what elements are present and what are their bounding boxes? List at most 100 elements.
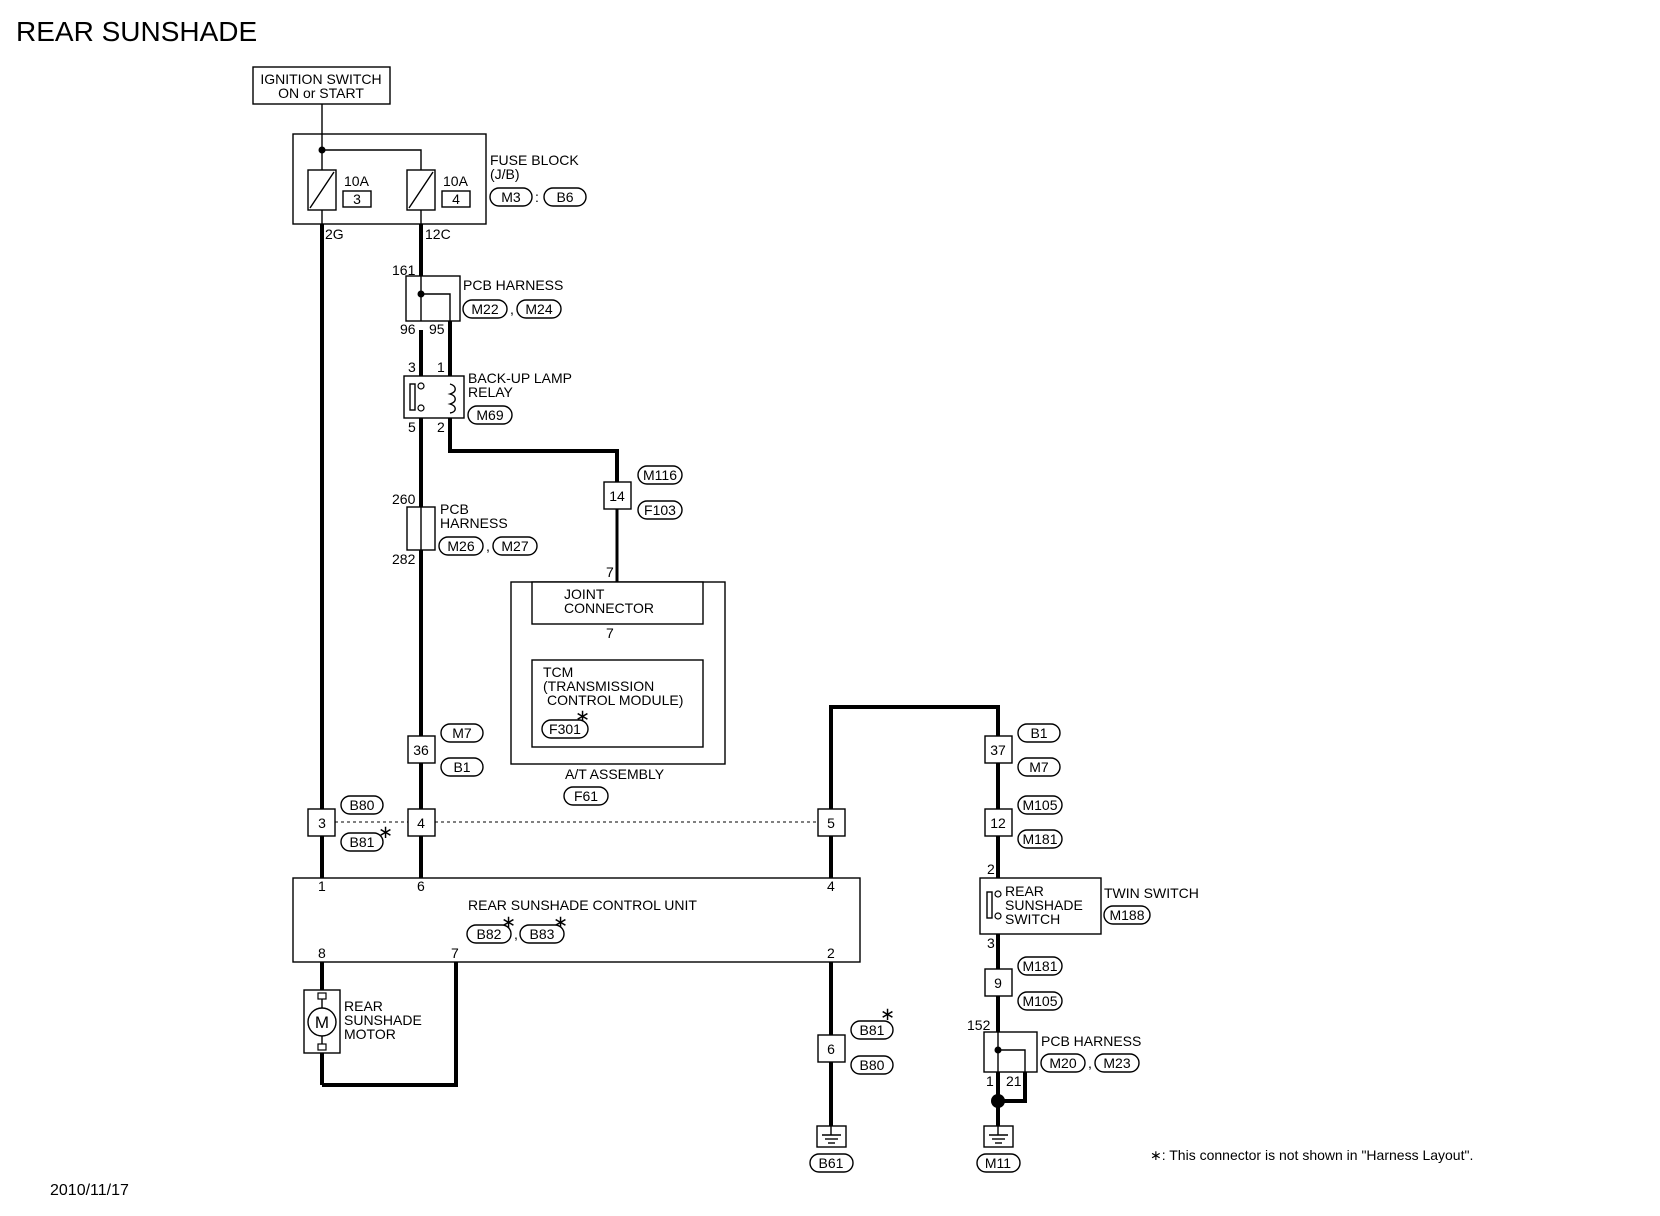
conn12-b-oval xyxy=(1017,829,1063,849)
ignition-line2: ON or START xyxy=(278,85,364,101)
pcb3-conn-a-oval xyxy=(1040,1053,1086,1073)
connector-37: 37 B1 M7 xyxy=(984,723,1061,777)
ignition-line1: IGNITION SWITCH xyxy=(260,71,381,87)
at-pin-top: 7 xyxy=(606,564,614,580)
conn37-a-oval xyxy=(1017,723,1061,743)
conn37-m7: M7 xyxy=(1029,759,1049,775)
conn37-b1: B1 xyxy=(1030,725,1047,741)
at-pin-mid: 7 xyxy=(606,625,614,641)
conn6-box xyxy=(817,1034,846,1063)
fuse-block-label: FUSE BLOCK xyxy=(490,152,579,168)
tcm-conn-f301: F301 xyxy=(549,721,581,737)
joint-label-1: JOINT xyxy=(564,586,605,602)
pcb1-box xyxy=(405,275,461,322)
b80-pin4-box xyxy=(407,808,436,837)
pcb3-conn-m20: M20 xyxy=(1049,1055,1076,1071)
unit-conn-b-oval xyxy=(519,924,565,944)
conn9-box xyxy=(984,968,1013,997)
conn6-b80: B80 xyxy=(860,1057,885,1073)
joint-connector-box xyxy=(531,581,704,625)
conn14-box xyxy=(603,481,632,510)
pcb3-comma: , xyxy=(1088,1055,1092,1071)
conn12-box xyxy=(984,808,1013,837)
conn36-a-oval xyxy=(440,723,484,743)
sunshade-motor: M REAR SUNSHADE MOTOR xyxy=(303,989,422,1054)
relay-label-2: RELAY xyxy=(468,384,514,400)
conn6-pin: 6 xyxy=(827,1041,835,1057)
unit-conn-b82: B82 xyxy=(477,926,502,942)
conn37-pin: 37 xyxy=(990,742,1006,758)
pcb2-label-1: PCB xyxy=(440,501,469,517)
pcb1-comma: , xyxy=(510,301,514,317)
relay-label-1: BACK-UP LAMP xyxy=(468,370,572,386)
pcb3-junction-dot xyxy=(994,1046,1002,1054)
conn14-b-oval xyxy=(637,500,683,520)
relay-pin-1: 1 xyxy=(437,359,445,375)
unit-label: REAR SUNSHADE CONTROL UNIT xyxy=(468,897,697,913)
ground-m11-label: M11 xyxy=(985,1155,1011,1171)
fuse-conn-b6-oval xyxy=(543,187,587,207)
pcb1-conn-a-oval xyxy=(462,299,508,319)
pcb2-comma: , xyxy=(486,538,490,554)
tcm-label-3: CONTROL MODULE) xyxy=(547,692,683,708)
relay-pin-5: 5 xyxy=(408,419,416,435)
connector-36: 36 M7 B1 xyxy=(407,723,484,777)
connector-12: 12 M105 M181 xyxy=(984,795,1063,849)
b81-star: ∗ xyxy=(378,822,393,842)
switch-label-2: SUNSHADE xyxy=(1005,897,1083,913)
unit-conn-a-oval xyxy=(466,924,512,944)
conn6-b-oval xyxy=(850,1055,894,1075)
backup-lamp-relay: 3 1 5 2 BACK-UP LAMP RELAY M69 xyxy=(403,359,572,435)
fuse-conn-b6: B6 xyxy=(556,189,573,205)
connector-6: 6 ∗ B81 B80 B61 xyxy=(809,1004,895,1173)
conn37-b-oval xyxy=(1017,757,1061,777)
diagram-date: 2010/11/17 xyxy=(50,1182,129,1199)
conn6-star: ∗ xyxy=(880,1004,895,1024)
fuse-1-rating: 10A xyxy=(344,173,370,189)
pcb1-label: PCB HARNESS xyxy=(463,277,563,293)
pcb-harness-2: 260 282 PCB HARNESS M26 , M27 xyxy=(392,491,538,567)
fuse-pin-2g: 2G xyxy=(325,226,344,242)
fuse-1-number: 3 xyxy=(353,191,361,207)
fuse-conn-separator: : xyxy=(535,189,539,205)
conn14-m116: M116 xyxy=(643,467,677,483)
relay-pin-3: 3 xyxy=(408,359,416,375)
conn36-b1: B1 xyxy=(453,759,470,775)
conn12-m181: M181 xyxy=(1022,831,1057,847)
pcb3-box xyxy=(983,1031,1038,1073)
b80-pin-4: 4 xyxy=(417,815,425,831)
conn12-pin: 12 xyxy=(990,815,1006,831)
connector-14: 14 M116 F103 xyxy=(603,465,683,520)
pcb2-pin-260: 260 xyxy=(392,491,416,507)
motor-label-1: REAR xyxy=(344,998,383,1014)
unit-pin-1: 1 xyxy=(318,878,326,894)
conn9-b-oval xyxy=(1017,991,1063,1011)
pcb2-conn-m27: M27 xyxy=(501,538,528,554)
conn36-m7: M7 xyxy=(452,725,472,741)
conn12-a-oval xyxy=(1017,795,1063,815)
diagram-title: REAR SUNSHADE xyxy=(16,16,257,47)
switch-label-3: SWITCH xyxy=(1005,911,1060,927)
unit-pin-6: 6 xyxy=(417,878,425,894)
fuse-2-number: 4 xyxy=(452,191,460,207)
sunshade-switch: 2 REAR SUNSHADE SWITCH 3 TWIN SWITCH M18… xyxy=(979,861,1199,951)
pcb1-conn-b-oval xyxy=(516,299,562,319)
pcb3-label: PCB HARNESS xyxy=(1041,1033,1141,1049)
conn36-b-oval xyxy=(440,757,484,777)
b80-pin5-box xyxy=(817,808,846,837)
motor-icon xyxy=(307,1007,337,1037)
b80-label: B80 xyxy=(350,797,375,813)
pcb2-label-2: HARNESS xyxy=(440,515,508,531)
pcb3-conn-b-oval xyxy=(1094,1053,1140,1073)
unit-conn-b83: B83 xyxy=(530,926,555,942)
conn14-pin: 14 xyxy=(609,488,625,504)
switch-label-1: REAR xyxy=(1005,883,1044,899)
connector-9: 9 M181 M105 xyxy=(984,956,1063,1011)
b80-pin3-box xyxy=(307,808,336,837)
pcb-harness-1: 161 96 95 PCB HARNESS M22 , M24 xyxy=(392,262,563,337)
relay-coil-icon xyxy=(447,383,456,414)
conn36-pin: 36 xyxy=(413,742,429,758)
relay-conn-oval xyxy=(467,405,513,425)
b80-pin-3: 3 xyxy=(318,815,326,831)
